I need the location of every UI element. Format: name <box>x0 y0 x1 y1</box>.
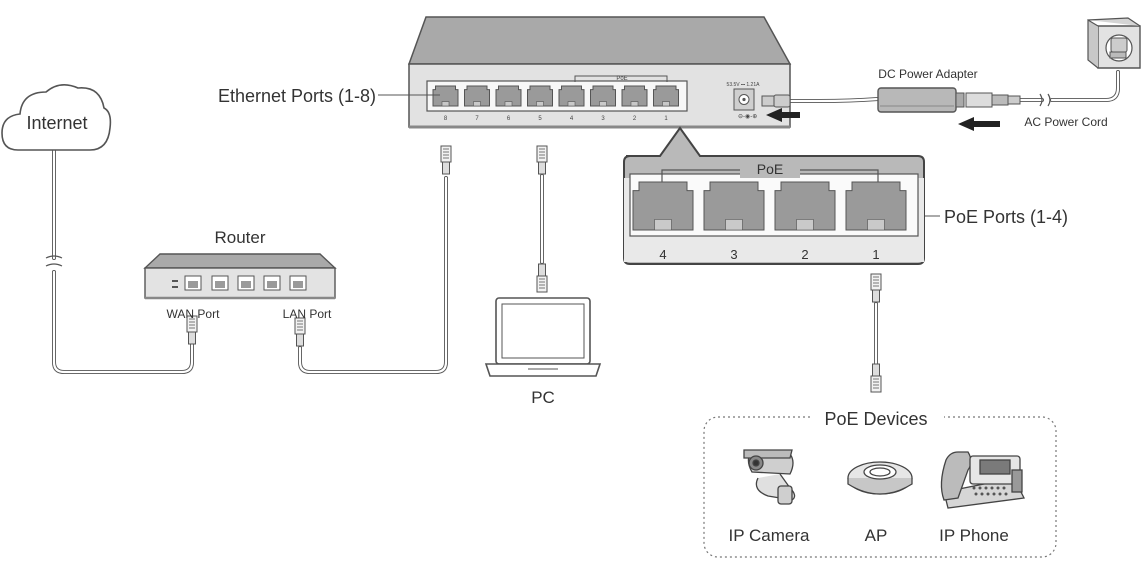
pc-laptop <box>484 297 602 377</box>
poe-big-port-2 <box>774 181 836 231</box>
poe-big-port-3 <box>703 181 765 231</box>
ap-icon <box>847 461 913 495</box>
power-arrow-switch <box>766 108 800 122</box>
pc-label: PC <box>531 388 555 407</box>
switch-port-number: 3 <box>601 116 605 122</box>
wan-port-label: WAN Port <box>167 307 221 321</box>
poe-big-port-number: 3 <box>730 247 737 262</box>
rj45-plug <box>536 263 548 293</box>
wall-outlet <box>1087 17 1141 69</box>
ac-cord-label: AC Power Cord <box>1024 115 1107 129</box>
poe-big-port-number: 1 <box>872 247 879 262</box>
lan-port-label: LAN Port <box>283 307 332 321</box>
switch-port-1 <box>653 85 679 107</box>
dc-adapter-label: DC Power Adapter <box>878 67 977 81</box>
rj45-plug <box>186 315 198 345</box>
poe-big-port-numbers: 4 3 2 1 <box>659 247 879 262</box>
ip-camera-icon <box>743 449 796 505</box>
switch-port-7 <box>464 85 490 107</box>
poe-big-port-number: 2 <box>801 247 808 262</box>
ap-label: AP <box>865 526 888 545</box>
rj45-connectors <box>186 145 882 393</box>
switch-port-5 <box>527 85 553 107</box>
power-arrow-adapter <box>958 117 1000 131</box>
ip-phone-icon <box>940 451 1025 509</box>
power-spec-label: 53.5V ⎓ 1.21A <box>727 82 761 88</box>
switch-port-6 <box>495 85 522 107</box>
poe-zoom-panel: 4 3 2 1 <box>623 126 925 265</box>
internet-cloud <box>1 84 112 151</box>
switch-ports <box>432 85 679 107</box>
switch-port-2 <box>621 85 648 107</box>
svg-text:⊖-◉-⊕: ⊖-◉-⊕ <box>738 114 757 120</box>
switch-top <box>407 16 792 65</box>
ac-cord <box>1018 70 1120 102</box>
poe-ports-label: PoE Ports (1-4) <box>944 207 1068 227</box>
switch-port-number: 2 <box>633 116 637 122</box>
switch-port-number: 7 <box>475 116 479 122</box>
switch-port-number: 1 <box>664 116 668 122</box>
rj45-plug <box>870 363 882 393</box>
switch-port-number: 6 <box>507 116 511 122</box>
switch-port-number: 4 <box>570 116 574 122</box>
router-label: Router <box>214 228 265 247</box>
cable-break-marks <box>45 93 1051 267</box>
switch-port-numbers: 8 7 6 5 4 3 2 1 <box>444 116 669 122</box>
switch-port-number: 8 <box>444 116 448 122</box>
internet-label: Internet <box>26 113 87 133</box>
poe-big-port-1 <box>845 181 907 231</box>
rj45-plug <box>294 317 306 347</box>
switch-port-3 <box>590 85 616 107</box>
poe-big-port-number: 4 <box>659 247 666 262</box>
poe-big-label: PoE <box>757 161 783 177</box>
ip-phone-label: IP Phone <box>939 526 1009 545</box>
ethernet-ports-label: Ethernet Ports (1-8) <box>218 86 376 106</box>
router <box>143 253 337 300</box>
poe-big-port-4 <box>632 181 694 231</box>
switch-port-number: 5 <box>538 116 542 122</box>
dc-power-adapter <box>877 87 1021 131</box>
dc-plug <box>761 94 791 108</box>
rj45-plug <box>440 145 452 175</box>
switch-port-8 <box>432 85 459 107</box>
rj45-plug <box>536 145 548 175</box>
poe-big-ports <box>632 181 907 231</box>
switch-poe-label: PoE <box>616 76 627 82</box>
rj45-plug <box>870 273 882 303</box>
switch: 8 7 6 5 4 3 2 1 ⊖-◉-⊕ <box>407 16 800 129</box>
poe-devices-label: PoE Devices <box>824 409 927 429</box>
switch-port-4 <box>558 85 585 107</box>
ip-camera-label: IP Camera <box>729 526 810 545</box>
